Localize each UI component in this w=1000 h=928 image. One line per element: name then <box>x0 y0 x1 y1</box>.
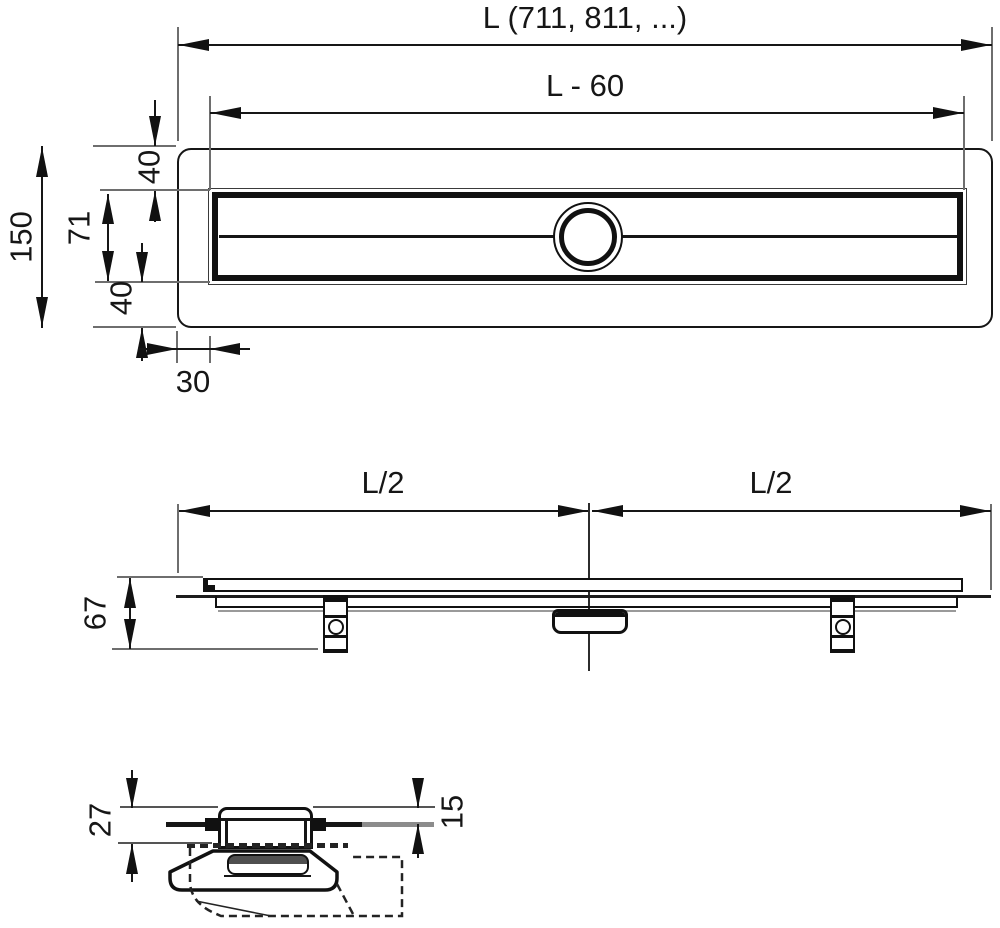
inner-height-ext-bottom <box>95 281 210 283</box>
cap-height-arrow-down <box>125 778 138 808</box>
cap-height-ext-bottom <box>118 842 212 844</box>
half-length-left-dim-line <box>179 510 588 512</box>
bracket-screw <box>325 618 346 635</box>
end-margin-label: 30 <box>175 364 211 399</box>
outlet-pipe <box>227 854 309 875</box>
half-length-right-arrow-right <box>960 504 990 517</box>
bracket-top-band <box>325 595 346 602</box>
cap-inner-wall-right <box>304 820 307 849</box>
grate-length-arrow-right <box>933 106 963 119</box>
length-ext-left <box>177 27 179 141</box>
bracket-foot <box>832 649 853 653</box>
channel-profile-body <box>215 596 958 608</box>
grate-length-arrow-left <box>211 106 241 119</box>
floor-height-label: 15 <box>434 794 470 830</box>
top-margin-arrow-down <box>148 116 161 146</box>
bottom-margin-arrow-up <box>135 328 148 358</box>
half-length-right-arrow-left <box>593 504 623 517</box>
end-margin-arrow-left <box>147 342 177 355</box>
half-length-left-arrow-left <box>180 504 210 517</box>
inner-height-label: 71 <box>61 210 97 246</box>
mounting-bracket-right <box>830 595 855 653</box>
half-length-left-arrow-right <box>558 504 588 517</box>
profile-height-dim-line <box>129 578 131 649</box>
profile-height-ext-top <box>117 576 203 578</box>
floor-line-gray <box>362 822 434 827</box>
membrane-flange-line <box>176 595 991 598</box>
height-label: 150 <box>3 211 39 263</box>
profile-height-label: 67 <box>77 595 113 631</box>
inner-height-arrow-bottom <box>101 251 114 281</box>
bottom-margin-arrow-down <box>135 252 148 282</box>
cap-ear-left <box>205 818 220 831</box>
bracket-foot <box>325 649 346 653</box>
floor-height-arrow-down <box>411 778 424 808</box>
length-ext-right <box>991 27 993 141</box>
grate-length-ext-right <box>963 96 965 190</box>
end-margin-dim-line <box>177 348 210 350</box>
inner-height-dim-line <box>107 194 109 281</box>
grate-outer-outline <box>208 188 967 285</box>
profile-height-arrow-top <box>123 578 136 608</box>
floor-line-mid <box>311 822 362 827</box>
cap-inner-wall-left <box>225 820 228 849</box>
outlet-pipe-base-line <box>224 875 311 877</box>
cap-ear-right <box>311 818 326 831</box>
grate-length-label: L - 60 <box>545 68 625 103</box>
profile-height-ext-bottom <box>112 648 318 650</box>
bottom-margin-label: 40 <box>103 280 139 316</box>
grate-length-dim-line <box>210 112 964 114</box>
cap-height-arrow-up <box>125 844 138 874</box>
bracket-top-band <box>832 595 853 602</box>
height-arrow-bottom <box>35 297 48 327</box>
mounting-bracket-left <box>323 595 348 653</box>
bracket-screw <box>832 618 853 635</box>
surface-line-left <box>120 806 218 808</box>
surface-line-right <box>313 806 435 808</box>
grate-length-ext-left <box>209 96 211 190</box>
cap-lid-line <box>221 818 311 821</box>
half-length-right-label: L/2 <box>749 465 793 500</box>
height-ext-top <box>93 145 176 147</box>
floor-height-arrow-up <box>411 824 424 854</box>
stub-top-band <box>555 612 625 617</box>
height-arrow-top <box>35 147 48 177</box>
membrane-dash-row <box>187 843 348 848</box>
channel-profile-top <box>203 578 963 592</box>
profile-height-arrow-bottom <box>123 619 136 649</box>
inner-height-arrow-top <box>101 194 114 224</box>
half-length-ext-right <box>990 504 992 590</box>
length-arrow-right <box>961 38 991 51</box>
top-margin-label: 40 <box>131 149 167 185</box>
end-margin-arrow-right <box>210 342 240 355</box>
end-margin-ext-left <box>176 331 178 363</box>
half-length-ext-left <box>177 504 179 573</box>
cap-height-label: 27 <box>82 802 118 838</box>
half-length-left-label: L/2 <box>361 465 405 500</box>
top-margin-arrow-up <box>148 191 161 221</box>
floor-line-left <box>166 822 220 827</box>
length-arrow-left <box>179 38 209 51</box>
length-dim-line <box>178 44 992 46</box>
height-ext-bottom <box>93 326 176 328</box>
drain-outlet-stub <box>552 609 628 634</box>
drain-opening-inner <box>559 208 617 266</box>
half-length-right-dim-line <box>592 510 991 512</box>
height-dim-line <box>41 146 43 328</box>
inner-height-ext-top <box>100 189 210 191</box>
length-label: L (711, 811, ...) <box>482 0 688 35</box>
channel-end-step <box>203 585 215 592</box>
hidden-trap-outline <box>188 848 404 918</box>
